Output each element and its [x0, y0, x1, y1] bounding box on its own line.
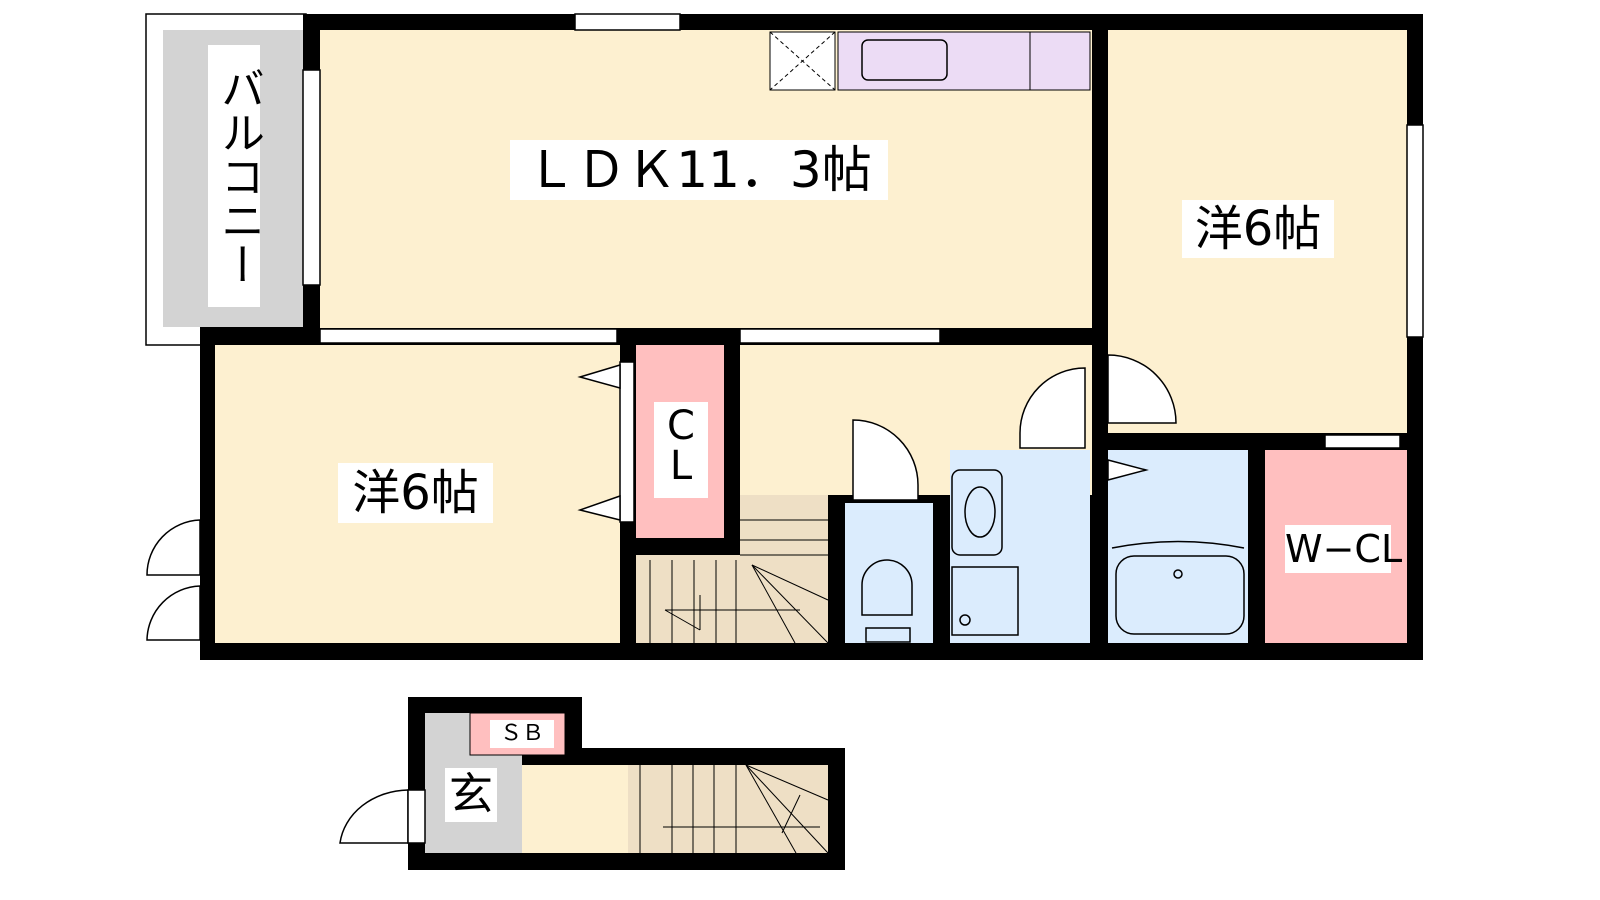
entrance-label: 玄	[445, 768, 497, 822]
exterior-door	[146, 519, 201, 641]
balcony-label: バルコニー	[208, 45, 264, 307]
stair-treads	[649, 519, 829, 644]
window	[574, 13, 681, 31]
ldk-label: ＬＤＫ11．3帖	[510, 140, 888, 200]
toilet-room	[845, 503, 933, 643]
sliding-door	[319, 328, 618, 344]
window	[302, 69, 321, 286]
wash-basin-icon	[951, 469, 1003, 556]
bathtub-icon	[1115, 555, 1245, 635]
entrance-stairs	[628, 765, 828, 853]
room-door	[1107, 354, 1177, 424]
toilet-door	[852, 419, 919, 501]
closet-door	[619, 361, 635, 523]
washing-machine-space	[951, 566, 1019, 636]
western-room-left-label: 洋6帖	[338, 463, 493, 523]
stairs	[636, 555, 828, 643]
range-hood-cross	[769, 31, 836, 91]
window	[1406, 124, 1424, 338]
western-room-right-label: 洋6帖	[1182, 200, 1334, 258]
toilet-icon	[861, 559, 913, 643]
washroom	[950, 450, 1090, 643]
shoe-box-label: ＳＢ	[490, 720, 554, 748]
closet-label: C L	[654, 402, 708, 498]
wcl-door	[1324, 434, 1401, 449]
walk-in-closet-label: W−CL	[1285, 525, 1403, 573]
kitchen-sink	[861, 39, 948, 81]
sliding-door	[739, 328, 941, 344]
washroom-door	[1019, 367, 1086, 449]
bathroom	[1108, 450, 1248, 643]
entrance-door	[339, 789, 409, 844]
